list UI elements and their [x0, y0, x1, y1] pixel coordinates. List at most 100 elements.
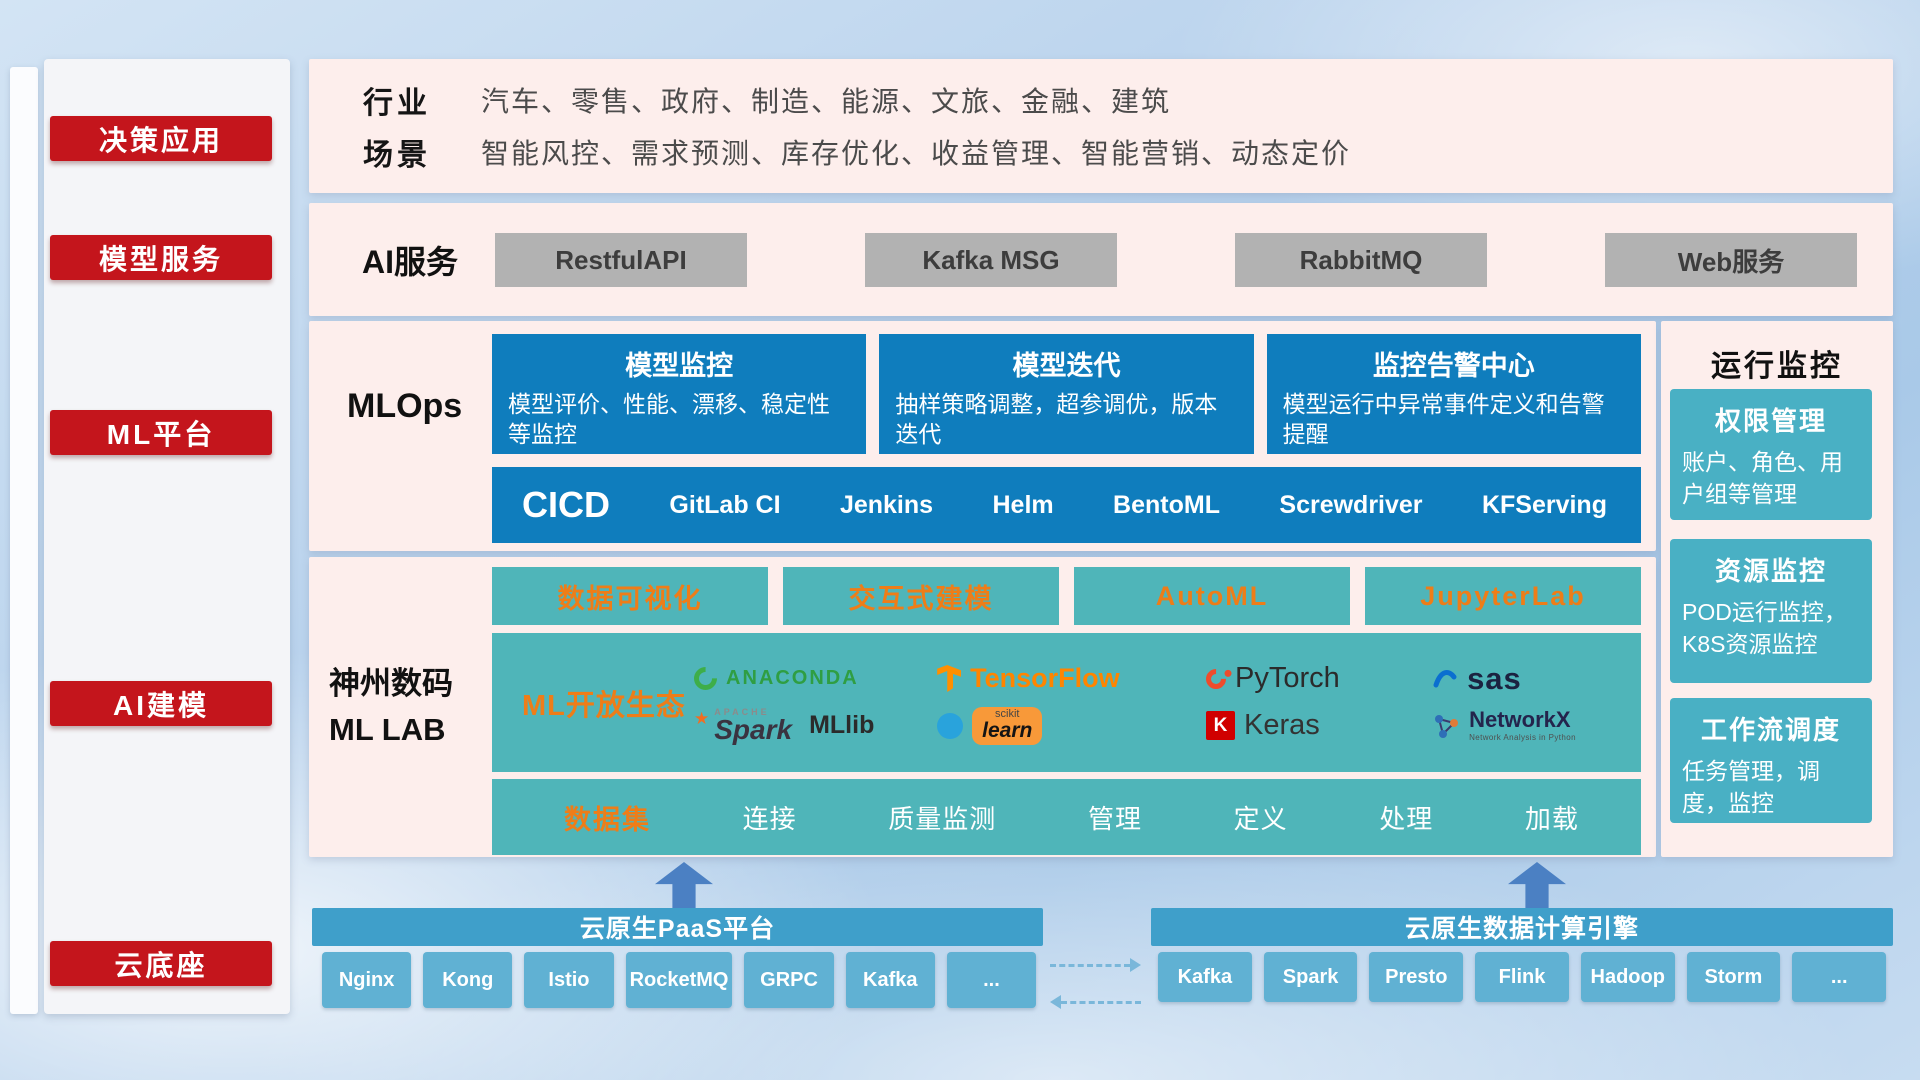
hadoop-chip: Hadoop [1580, 952, 1675, 1002]
workflow-schedule-card: 工作流调度 任务管理，调度，监控 [1670, 698, 1872, 823]
networkx-logo: NetworkX Network Analysis in Python [1432, 709, 1629, 742]
up-arrow-icon [655, 862, 713, 908]
ai-service-buttons: RestfulAPI Kafka MSG RabbitMQ Web服务 [495, 233, 1857, 287]
engine-components: Kafka Spark Presto Flink Hadoop Storm ..… [1158, 952, 1887, 1002]
sidebar-item-ml-platform: ML平台 [50, 410, 272, 455]
scikit-learn-wordmark: scikit learn [972, 706, 1043, 745]
web-service-button: Web服务 [1605, 233, 1857, 287]
ml-ecosystem-label: ML开放生态 [522, 689, 686, 722]
pytorch-logo: PyTorch [1201, 662, 1420, 695]
card-desc: 模型评价、性能、漂移、稳定性等监控 [508, 391, 830, 448]
nginx-chip: Nginx [322, 952, 412, 1008]
mllib-text: MLlib [809, 711, 875, 739]
storm-chip: Storm [1686, 952, 1781, 1002]
dataset-process: 处理 [1379, 803, 1434, 834]
card-desc: 模型运行中异常事件定义和告警提醒 [1282, 391, 1605, 448]
dataset-connect: 连接 [742, 803, 797, 834]
spark-chip: Spark [1263, 952, 1358, 1002]
data-visualization-button: 数据可视化 [492, 567, 768, 625]
scikit-learn-icon [937, 712, 964, 739]
spark-mllib-logo: ★ APACHE Spark MLlib [694, 707, 925, 744]
spark-wordmark: APACHE Spark [714, 707, 792, 744]
left-sidebar: 决策应用 模型服务 ML平台 AI建模 云底座 [44, 59, 290, 1014]
model-monitoring-card: 模型监控 模型评价、性能、漂移、稳定性等监控 [492, 334, 867, 454]
alert-center-card: 监控告警中心 模型运行中异常事件定义和告警提醒 [1266, 334, 1641, 454]
tensorflow-logo: TensorFlow [937, 663, 1194, 694]
mlops-band: MLOps 模型监控 模型评价、性能、漂移、稳定性等监控 模型迭代 抽样策略调整… [309, 321, 1656, 551]
left-accent-strip [10, 67, 38, 1014]
dataset-quality: 质量监测 [888, 803, 997, 834]
runtime-monitor-title: 运行监控 [1711, 350, 1843, 383]
card-desc: 抽样策略调整，超参调优，版本迭代 [895, 391, 1218, 448]
mllab-label: 神州数码 ML LAB [329, 557, 489, 857]
anaconda-wordmark: ANACONDA [726, 667, 859, 689]
scikit-learn-logo: scikit learn [937, 706, 1194, 745]
mllab-band: 神州数码 ML LAB 数据可视化 交互式建模 AutoML JupyterLa… [309, 557, 1656, 857]
paas-components: Nginx Kong Istio RocketMQ GRPC Kafka ... [322, 952, 1037, 1008]
cicd-label: CICD [522, 484, 610, 525]
automl-button: AutoML [1074, 567, 1350, 625]
card-title: 模型迭代 [1012, 351, 1121, 381]
tensorflow-wordmark: TensorFlow [970, 663, 1120, 693]
interactive-modeling-button: 交互式建模 [783, 567, 1059, 625]
ecosystem-logo-grid: ANACONDA TensorFlow PyTorch sas [689, 660, 1629, 745]
paas-platform-bar: 云原生PaaS平台 [312, 908, 1043, 946]
kfserving-item: KFServing [1481, 490, 1607, 519]
tensorflow-icon [937, 665, 962, 692]
anaconda-logo: ANACONDA [689, 662, 925, 695]
pytorch-icon [1201, 664, 1233, 693]
jenkins-item: Jenkins [839, 490, 934, 519]
sidebar-item-ai-modeling: AI建模 [50, 681, 272, 726]
keras-logo: K Keras [1206, 709, 1420, 742]
kafka-msg-button: Kafka MSG [865, 233, 1117, 287]
ai-service-label: AI服务 [362, 243, 459, 280]
card-desc: 任务管理，调度，监控 [1682, 758, 1820, 817]
runtime-monitor-panel: 运行监控 权限管理 账户、角色、用户组等管理 资源监控 POD运行监控，K8S资… [1661, 321, 1893, 857]
scikit-text: scikit [995, 707, 1020, 720]
rocketmq-chip: RocketMQ [625, 952, 733, 1008]
restfulapi-button: RestfulAPI [495, 233, 747, 287]
model-iteration-card: 模型迭代 抽样策略调整，超参调优，版本迭代 [879, 334, 1254, 454]
dataset-load: 加载 [1524, 803, 1579, 834]
dashed-arrow-left-icon [1050, 995, 1141, 1009]
kafka-chip: Kafka [845, 952, 935, 1008]
more-chip: ... [946, 952, 1037, 1008]
pytorch-wordmark: PyTorch [1235, 662, 1340, 694]
networkx-text: NetworkX [1469, 707, 1571, 732]
card-title: 资源监控 [1714, 556, 1827, 586]
mllab-feature-buttons: 数据可视化 交互式建模 AutoML JupyterLab [492, 567, 1641, 625]
helm-item: Helm [992, 490, 1054, 519]
ml-ecosystem-row: ML开放生态 ANACONDA TensorFlow PyTorch [492, 633, 1641, 772]
up-arrow-icon [1508, 862, 1566, 908]
scenario-row: 场景 智能风控、需求预测、库存优化、收益管理、智能营销、动态定价 [363, 130, 1893, 174]
resource-monitor-card: 资源监控 POD运行监控，K8S资源监控 [1670, 539, 1872, 683]
anaconda-icon [689, 662, 722, 695]
presto-chip: Presto [1369, 952, 1464, 1002]
sidebar-item-decision-apps: 决策应用 [50, 116, 272, 161]
gitlab-ci-item: GitLab CI [669, 490, 781, 519]
sas-wordmark: sas [1467, 660, 1522, 696]
card-title: 模型监控 [625, 351, 734, 381]
more-chip: ... [1792, 952, 1887, 1002]
data-compute-engine-bar: 云原生数据计算引擎 [1151, 908, 1893, 946]
rabbitmq-button: RabbitMQ [1235, 233, 1487, 287]
dataset-row: 数据集 连接 质量监测 管理 定义 处理 加载 [492, 779, 1641, 855]
learn-text: learn [982, 718, 1033, 742]
dataset-manage: 管理 [1087, 803, 1142, 834]
screwdriver-item: Screwdriver [1279, 490, 1423, 519]
permission-mgmt-card: 权限管理 账户、角色、用户组等管理 [1670, 389, 1872, 520]
card-desc: 账户、角色、用户组等管理 [1682, 449, 1843, 508]
card-desc: POD运行监控，K8S资源监控 [1682, 599, 1847, 658]
mlops-label: MLOps [347, 386, 463, 425]
kafka-chip: Kafka [1158, 952, 1252, 1002]
networkx-icon [1435, 714, 1459, 738]
card-title: 监控告警中心 [1372, 351, 1535, 381]
industry-row: 行业 汽车、零售、政府、制造、能源、文旅、金融、建筑 [363, 78, 1893, 122]
industry-list: 汽车、零售、政府、制造、能源、文旅、金融、建筑 [481, 85, 1172, 117]
mlops-cards: 模型监控 模型评价、性能、漂移、稳定性等监控 模型迭代 抽样策略调整，超参调优，… [492, 334, 1641, 454]
spark-apache-text: APACHE [714, 707, 770, 718]
mllab-name-line1: 神州数码 [329, 665, 453, 701]
mllab-name-line2: ML LAB [329, 712, 446, 747]
flink-chip: Flink [1475, 952, 1569, 1002]
